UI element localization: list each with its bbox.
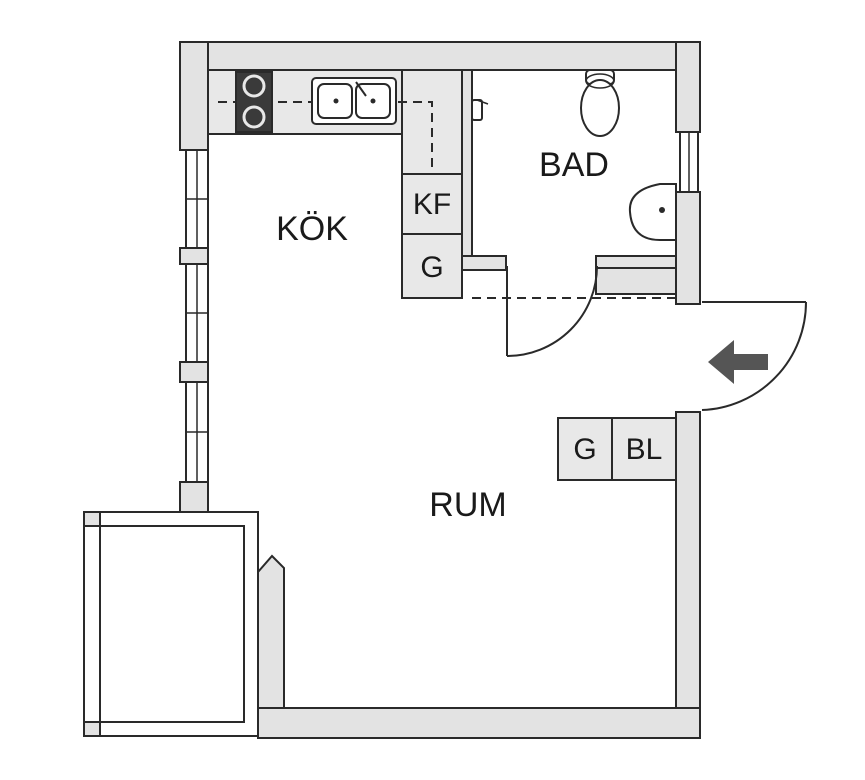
shower-tap-icon [471, 99, 489, 121]
wall-bath-stub-right [595, 255, 677, 269]
wall-top [179, 41, 701, 71]
wall-right-mid [675, 191, 701, 305]
toilet-icon [580, 69, 620, 137]
room-label-bathroom: BAD [539, 146, 609, 184]
balcony-floor [83, 511, 259, 737]
window-left-2 [185, 263, 209, 363]
fridge-freezer-label: KF [413, 188, 451, 221]
kitchen-cabinet: G [401, 233, 463, 299]
kitchen-cabinet-label: G [420, 251, 443, 284]
window-bathroom [679, 131, 699, 193]
wall-right-top [675, 41, 701, 133]
hall-cabinet-label: G [573, 433, 596, 466]
bathroom-door [506, 265, 598, 357]
fridge-freezer: KF [401, 173, 463, 235]
entrance-door [701, 301, 807, 411]
counter-wall-cabinet-line [218, 101, 433, 168]
bathroom-fixtures [471, 69, 677, 241]
hall-cabinet: G [557, 417, 613, 481]
linen-closet-label: BL [626, 433, 663, 466]
balcony-railing [99, 525, 245, 723]
wall-bottom [257, 707, 701, 739]
bath-shelf [595, 267, 677, 295]
hall-cabinets: G BL [557, 417, 677, 481]
wall-bath-left [461, 69, 473, 271]
entrance-arrow-icon [708, 340, 768, 384]
kitchen-counter: KF G [207, 69, 463, 299]
wall-right-bottom [675, 411, 701, 739]
balcony-post-bottom [83, 721, 101, 737]
wall-left-top [179, 41, 209, 151]
counter-corner [401, 69, 463, 175]
linen-closet: BL [611, 417, 677, 481]
windows-left [185, 131, 699, 483]
washbasin-icon [628, 183, 677, 241]
window-left-1 [185, 149, 209, 249]
balcony-post-top [83, 511, 101, 527]
window-left-3 [185, 381, 209, 483]
sink-icon [311, 77, 397, 125]
wall-left-pier-1 [179, 247, 209, 265]
wall-left-pier-2 [179, 361, 209, 383]
balcony [83, 511, 259, 737]
wall-balcony-column [257, 554, 285, 709]
stove-icon [235, 71, 273, 133]
wall-left-pier-3 [179, 481, 209, 515]
room-label-living: RUM [429, 486, 506, 524]
room-label-kitchen: KÖK [276, 210, 348, 248]
wall-bath-stub-left [461, 255, 507, 271]
